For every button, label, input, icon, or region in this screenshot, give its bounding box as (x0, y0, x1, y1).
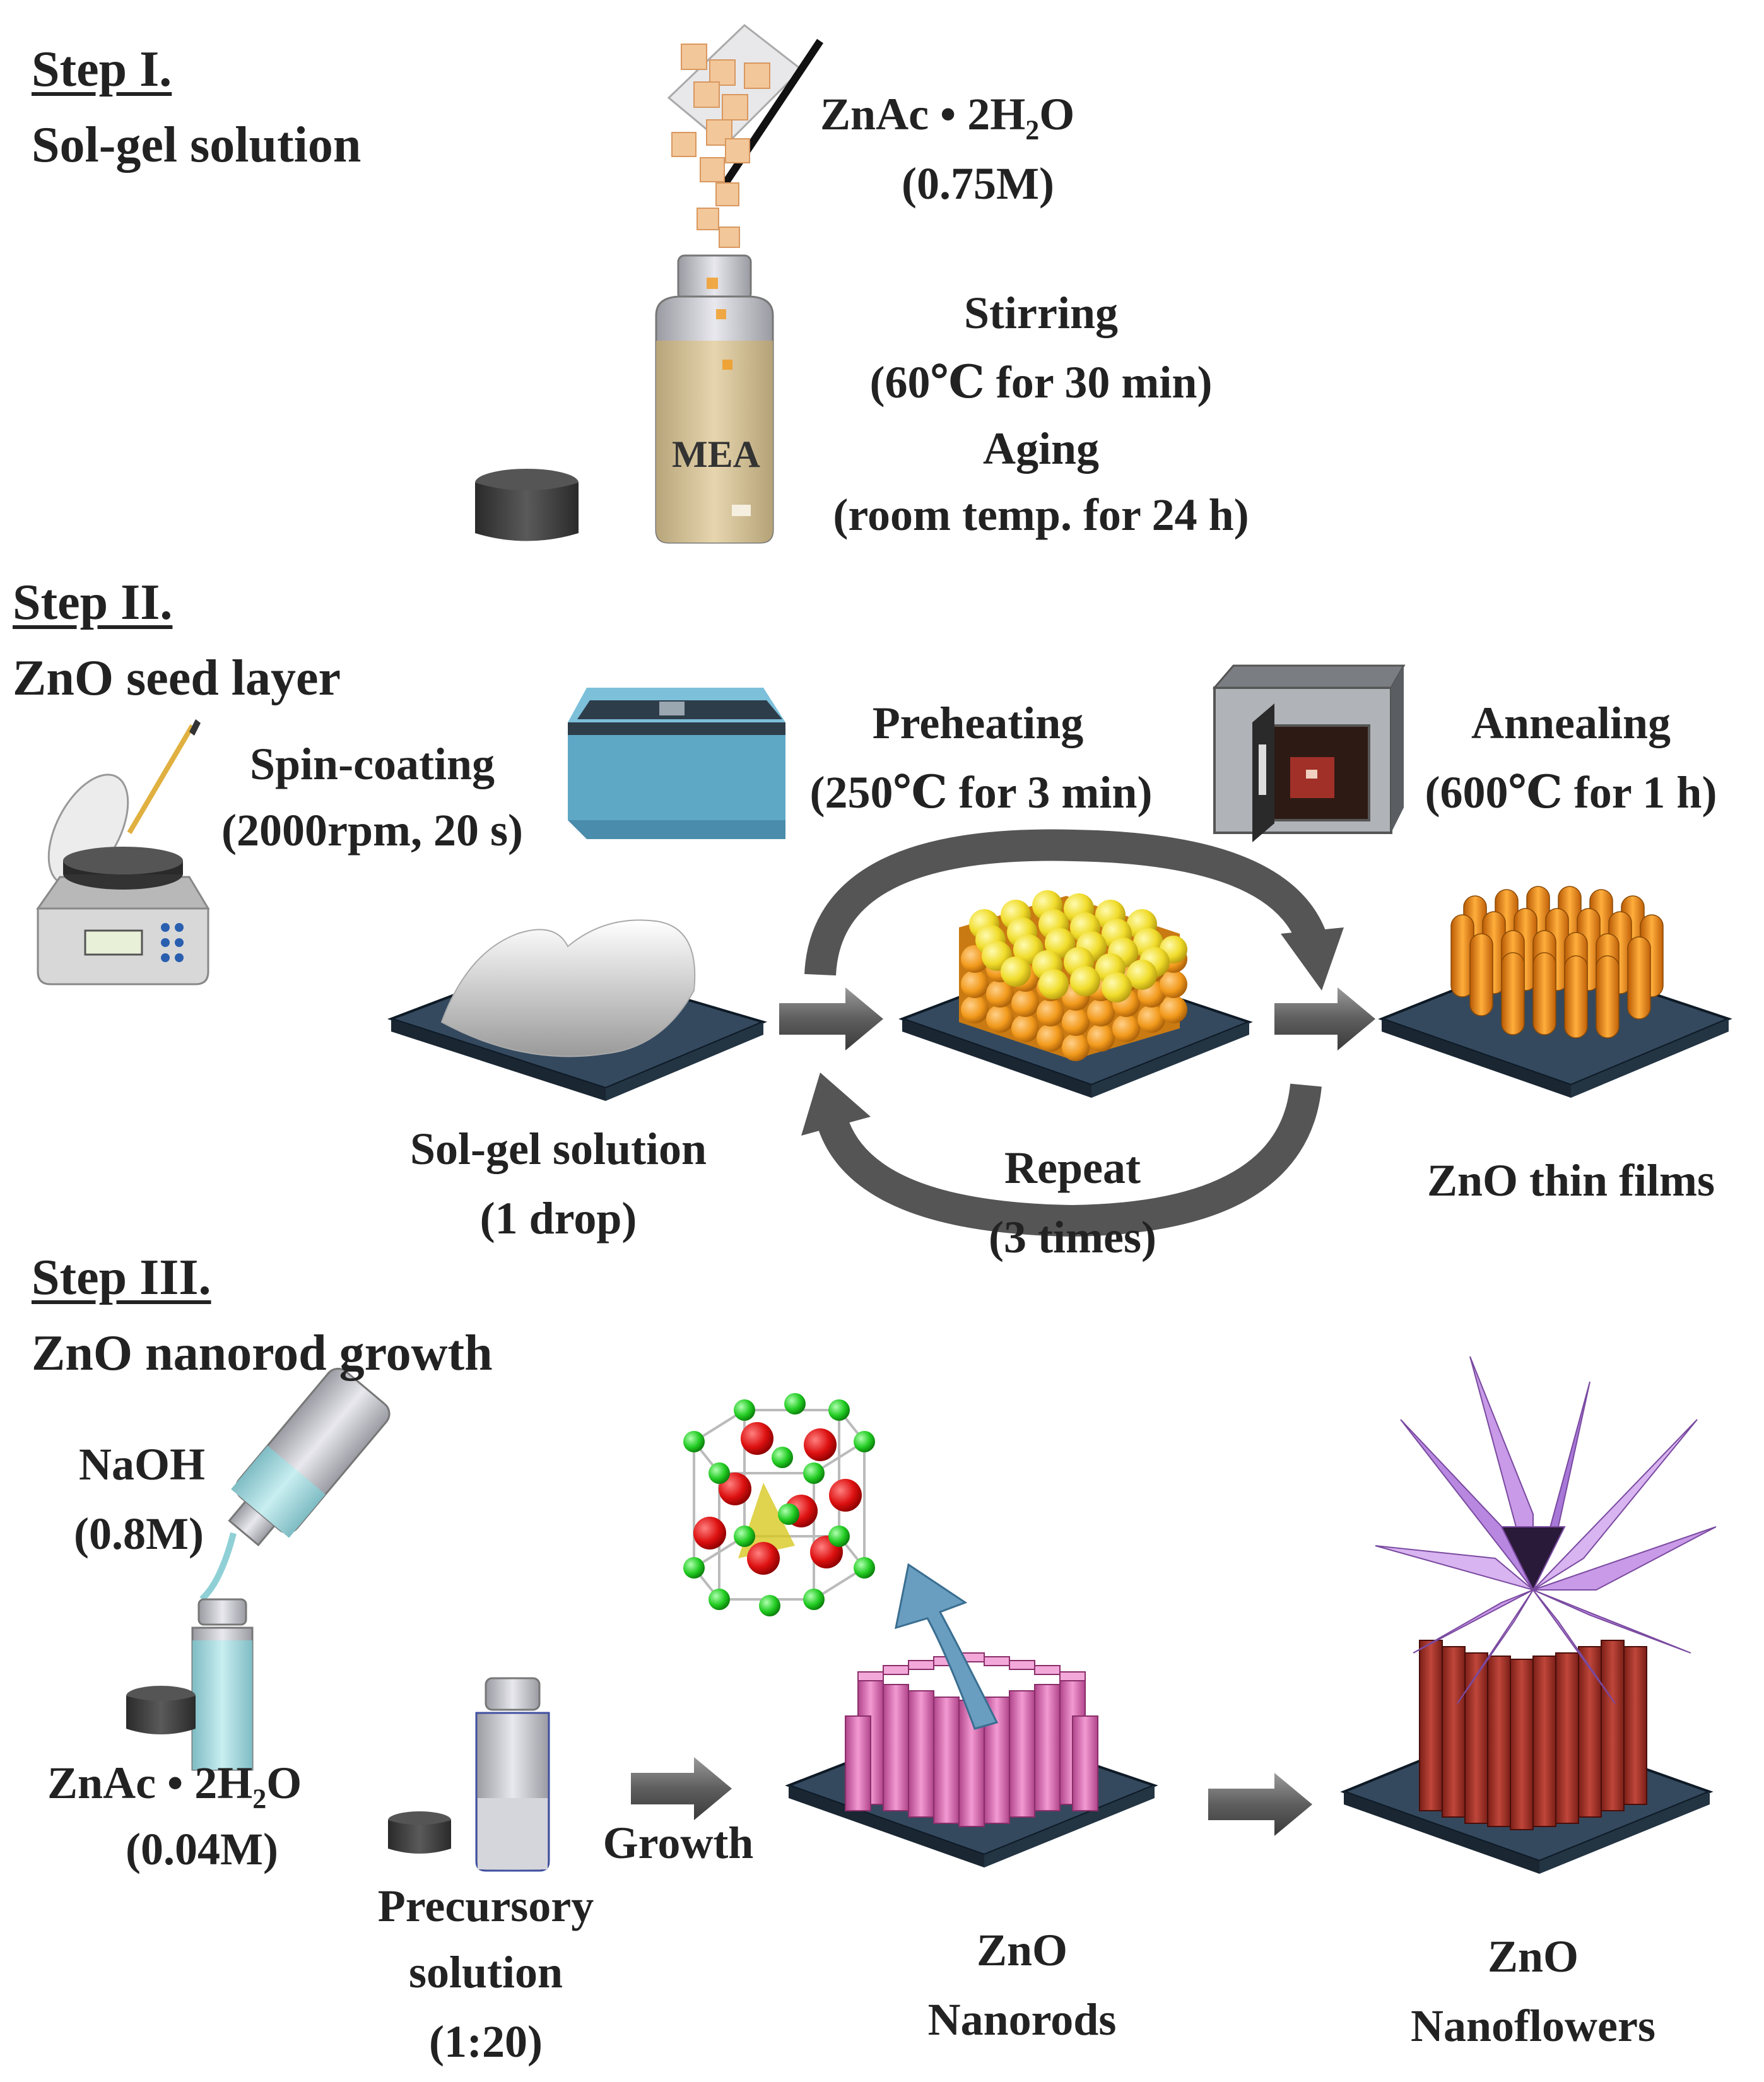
substrate-nanoflowers (1340, 1356, 1717, 1874)
step2-title: Step II. (13, 575, 173, 630)
bottle-label: MEA (672, 433, 760, 475)
hot-plate-icon (568, 688, 785, 839)
preheating-conditions: (250℃ for 3 min) (809, 767, 1153, 818)
bottle-cap-icon (475, 469, 579, 541)
precursor-ratio: (1:20) (429, 2016, 543, 2067)
nanorods-label-line2: Nanorods (927, 1994, 1117, 2045)
substrate-thin-films (1378, 886, 1732, 1098)
flow-arrow-icon (1274, 987, 1375, 1050)
bottle-cap-icon (388, 1811, 451, 1854)
annealing-conditions: (600℃ for 1 h) (1425, 767, 1717, 818)
repeat-label: Repeat (1004, 1143, 1141, 1193)
zinc-acetate-bottle-icon (191, 1598, 254, 1771)
reagent-formula-suffix: O (1039, 89, 1075, 139)
preheating-label: Preheating (872, 698, 1084, 748)
zno-nanoflower-petals (1375, 1356, 1717, 1704)
solgel-amount: (1 drop) (479, 1193, 637, 1244)
step2-subtitle: ZnO seed layer (13, 650, 341, 706)
precursor-bottle-icon (475, 1677, 550, 1872)
naoh-label: NaOH (78, 1439, 205, 1490)
zno-thin-film-rods (1450, 886, 1664, 1038)
reagent-formula-subscript: 2 (1025, 114, 1040, 146)
spin-coating-conditions: (2000rpm, 20 s) (221, 805, 523, 856)
substrate-nanorods (785, 1563, 1158, 1867)
growth-label: Growth (603, 1818, 754, 1868)
reagent-formula-prefix: ZnAc • 2H (820, 89, 1026, 139)
naoh-conc: (0.8M) (74, 1509, 204, 1559)
precursor-label-line2: solution (408, 1947, 563, 1997)
flow-arrow-icon (631, 1757, 732, 1820)
reagent-formula-prefix: ZnAc • 2H (47, 1758, 253, 1808)
naoh-bottle-icon (199, 1367, 391, 1602)
bottle-cap-icon (126, 1686, 196, 1734)
substrate-solgel (387, 919, 767, 1101)
furnace-icon (1212, 664, 1406, 842)
step1-title: Step I. (32, 42, 172, 97)
flow-arrow-icon (779, 987, 883, 1050)
zinc-acetate-powder-icon (667, 24, 823, 248)
step3-title: Step III. (32, 1250, 211, 1305)
flow-arrow-icon (1208, 1773, 1312, 1836)
step1-subtitle: Sol-gel solution (32, 117, 362, 173)
zno-nanorod-array (845, 1678, 1098, 1827)
step1-aging-conditions: (room temp. for 24 h) (833, 490, 1249, 540)
step1-reagent: ZnAc • 2H2O (820, 91, 1074, 144)
step3-subtitle: ZnO nanorod growth (32, 1326, 493, 1381)
nanoflowers-label-line1: ZnO (1487, 1931, 1579, 1982)
zno-nanoflower-rods (1419, 1640, 1647, 1830)
solgel-label: Sol-gel solution (409, 1124, 707, 1174)
step1-reagent-conc: (0.75M) (902, 158, 1054, 209)
precursor-label-line1: Precursory (377, 1881, 594, 1931)
cycle-arrow-icon (804, 829, 1344, 991)
cycle-arrow-icon (801, 1073, 1322, 1237)
substrate-seeds (898, 890, 1253, 1098)
spin-coating-label: Spin-coating (249, 739, 495, 789)
reagent-formula-subscript: 2 (252, 1783, 267, 1814)
repeat-count: (3 times) (989, 1212, 1156, 1262)
step1-stirring-conditions: (60℃ for 30 min) (869, 357, 1213, 408)
seed-particle-stack (959, 890, 1187, 1061)
thin-films-label: ZnO thin films (1426, 1155, 1715, 1206)
step1-aging: Aging (982, 423, 1100, 474)
annealing-label: Annealing (1471, 698, 1671, 748)
reagent-formula-suffix: O (266, 1758, 302, 1808)
step1-stirring: Stirring (964, 288, 1118, 338)
spin-coater-icon (36, 719, 210, 985)
step3-reagent-conc: (0.04M) (126, 1824, 278, 1874)
zno-crystal-unit-cell-icon (683, 1393, 875, 1616)
nanoflowers-label-line2: Nanoflowers (1411, 2001, 1655, 2051)
nanorods-label-line1: ZnO (976, 1925, 1068, 1975)
step3-reagent: ZnAc • 2H2O (47, 1760, 302, 1813)
mea-bottle-icon (655, 254, 774, 544)
